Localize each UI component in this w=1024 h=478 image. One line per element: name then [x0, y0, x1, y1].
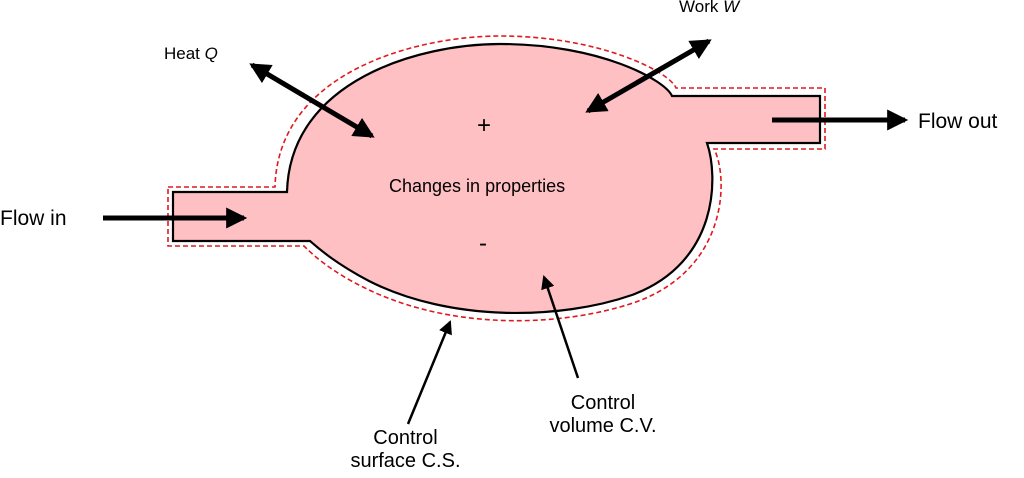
work-text: Work — [679, 0, 719, 16]
heat-arrow — [249, 62, 375, 139]
work-symbol: W — [723, 0, 740, 16]
control-surface-label: Control surface C.S. — [343, 427, 468, 473]
control-surface-outline — [167, 35, 826, 322]
control-surface-line2: surface C.S. — [350, 450, 461, 472]
control-volume-line2: volume C.V. — [549, 415, 657, 437]
flow-in-label: Flow in — [0, 207, 67, 230]
control-volume-pointer — [541, 275, 580, 379]
control-volume-label: Control volume C.V. — [548, 392, 658, 438]
control-surface-pointer — [406, 320, 452, 425]
plus-sign: + — [477, 112, 492, 139]
work-label: Work W — [679, 0, 739, 17]
heat-symbol: Q — [204, 44, 218, 63]
control-volume-line1: Control — [570, 392, 636, 414]
control-surface-line1: Control — [373, 427, 438, 449]
heat-label: Heat Q — [164, 44, 218, 64]
minus-sign: - — [479, 230, 487, 257]
changes-label: Changes in properties — [389, 176, 566, 196]
heat-text: Heat — [164, 44, 200, 63]
flow-out-label: Flow out — [918, 110, 998, 133]
work-arrow — [585, 38, 712, 114]
